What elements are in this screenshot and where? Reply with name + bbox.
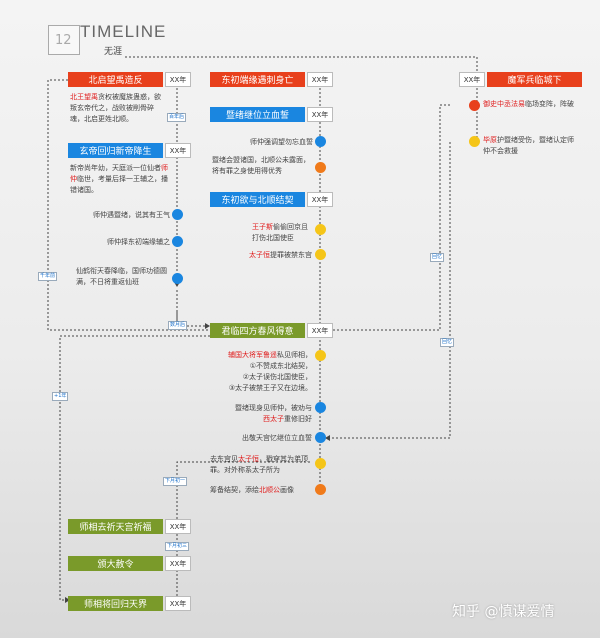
watermark: 知乎 @慎谋爱情 [452,604,555,620]
event-dot [172,209,183,220]
event-year: XX年 [307,323,333,338]
connector-tag: 百年后 [167,113,187,122]
event-year: XX年 [165,596,191,611]
note-text: 师仲强调望勿忘血誓 [250,138,313,146]
event-title: 暨绪继位立血誓 [210,107,305,122]
event-dot [172,273,183,284]
note-text: 出敬天宫忆继位立血誓 [242,434,312,442]
connector-tag: 下月初三 [165,542,190,551]
page-title: TIMELINE [80,22,167,41]
page-subtitle: 无涯 [104,47,123,57]
event-title: 玄帝回归新帝降生 [68,143,163,158]
event-dot [315,162,326,173]
event-title: 师相将回归天界 [68,596,163,611]
connector-tag: 回忆 [430,253,445,262]
connector-tag: 下月初一 [163,477,188,486]
event-title: 东初欲与北顺结契 [210,192,305,207]
event-title: 魔军兵临城下 [487,72,582,87]
event-title: 北启望禹造反 [68,72,163,87]
note-text: 师仲择东初端缘辅之 [107,238,170,246]
event-dot [315,402,326,413]
event-dot [469,100,480,111]
event-year: XX年 [165,143,191,158]
event-dot [315,224,326,235]
event-year: XX年 [165,556,191,571]
note-text: 师仲遇暨绪，说其有王气 [93,211,170,219]
connector-tag: +1年 [52,392,69,401]
note-text: 辅国大将军鲁遥私见师相， ①不赞成东北结契， ②太子误伤北国使臣， ③太子被禁王… [228,351,312,392]
event-year: XX年 [459,72,485,87]
logo-box [48,25,80,55]
event-dot [315,432,326,443]
note-text: 太子恒提罪被禁东宫 [249,251,312,259]
logo-number: 12 [55,33,72,48]
event-title: 君临四方春风得意 [210,323,305,338]
connector-tag: 数月后 [168,321,188,330]
note-text: 北王望禹贪权被魔族蛊惑，欲叛玄帝代之，战败被削骨碎魂，北启更姓北顺。 [70,93,161,123]
event-dot [315,458,326,469]
note-text: 去东宫见太子恒，戳穿其为弟顶罪。对外称系太子所为 [210,455,308,474]
event-dot [469,136,480,147]
event-dot [172,236,183,247]
event-year: XX年 [307,107,333,122]
event-year: XX年 [165,519,191,534]
note-text: 御史中丞法易临场变阵，阵破 [483,100,574,108]
event-title: 东初端缘遇刺身亡 [210,72,305,87]
connector-tag: 回忆 [440,338,455,347]
event-year: XX年 [307,72,333,87]
note-text: 筹备结契，添绘北顺公画像 [210,486,294,494]
note-text: 仙鹤衔天春降临，国师功德圆满，不日将重返仙班 [76,267,167,286]
note-text: 毕原护暨绪受伤，暨绪认定师仲不会救援 [483,136,574,155]
note-text: 暨绪现身见师仲，被劝与西太子重修旧好 [235,404,312,423]
event-title: 师相去祈天宫祈福 [68,519,163,534]
note-text: 王子斯偷偷回京且打伤北国使臣 [252,223,308,242]
event-dot [315,249,326,260]
event-dot [315,484,326,495]
event-dot [315,136,326,147]
connector-tag: 千年前 [38,272,58,281]
event-title: 颁大赦令 [68,556,163,571]
event-dot [315,350,326,361]
event-year: XX年 [165,72,191,87]
note-text: 新帝尚年幼，天庭派一位仙者师仲临世，考量后择一王辅之，播错诸国。 [70,164,168,194]
note-text: 暨绪会盟诸国，北顺公未露面，将有罪之身使用得优秀 [212,156,310,175]
event-year: XX年 [307,192,333,207]
